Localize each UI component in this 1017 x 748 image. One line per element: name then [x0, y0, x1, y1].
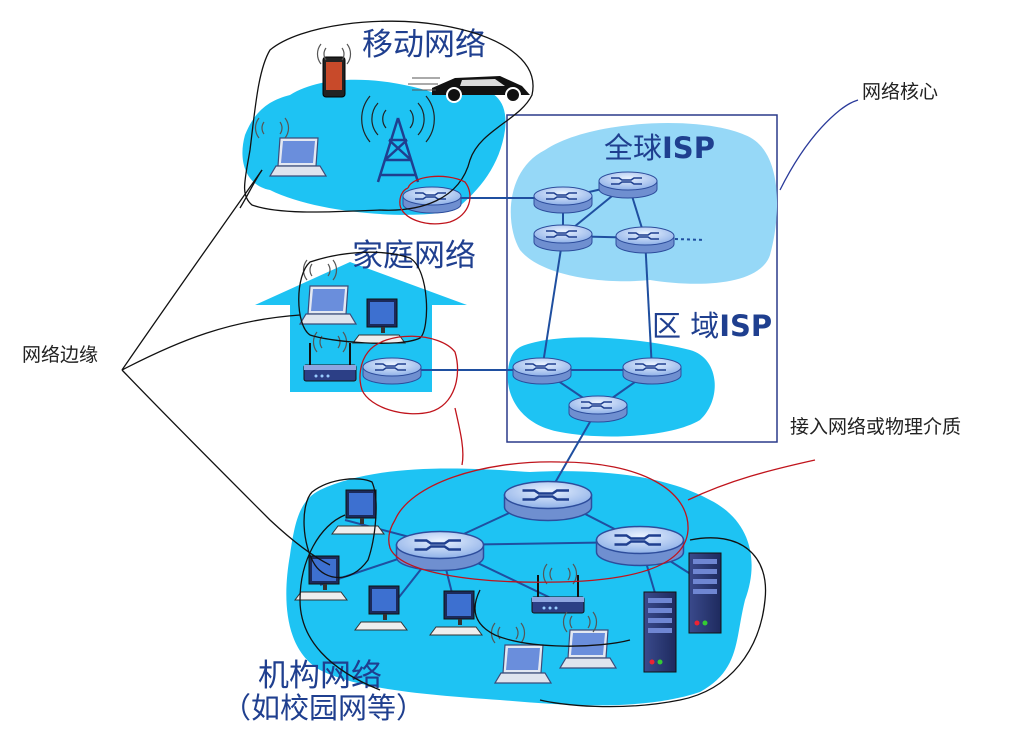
- network-core-annotation: 网络核心: [862, 81, 938, 103]
- home-network-label: 家庭网络: [352, 238, 476, 274]
- core-pointer-line: [779, 99, 859, 191]
- global-isp-label: 全球ISP: [604, 131, 715, 165]
- mobile-network-label: 移动网络: [362, 27, 486, 63]
- institution-network-sublabel: （如校园网等）: [222, 691, 425, 725]
- institution-network-label: 机构网络: [258, 658, 382, 694]
- regional-isp-region: [507, 337, 715, 437]
- router-icon: [615, 226, 675, 254]
- router-icon: [568, 395, 628, 423]
- phone-icon: [322, 56, 346, 98]
- router-icon: [533, 186, 593, 214]
- server-icon: [688, 552, 722, 634]
- mobile-network-region: [242, 79, 506, 215]
- router-icon: [503, 480, 593, 522]
- cell-tower-icon: [361, 95, 435, 183]
- edge-annotation-strokes: [121, 20, 767, 708]
- router-icon: [533, 224, 593, 252]
- access-annotation-strokes: [359, 175, 816, 583]
- regional-isp-label: 区 域ISP: [652, 309, 772, 343]
- access-network-annotation: 接入网络或物理介质: [790, 416, 961, 438]
- network-edge-annotation: 网络边缘: [22, 344, 98, 366]
- router-icon: [622, 357, 682, 385]
- car-icon: [408, 76, 530, 103]
- home-network-region: [255, 262, 467, 392]
- router-icon: [598, 171, 658, 199]
- server-icon: [643, 591, 677, 673]
- router-icon: [512, 357, 572, 385]
- router-icon: [362, 357, 422, 385]
